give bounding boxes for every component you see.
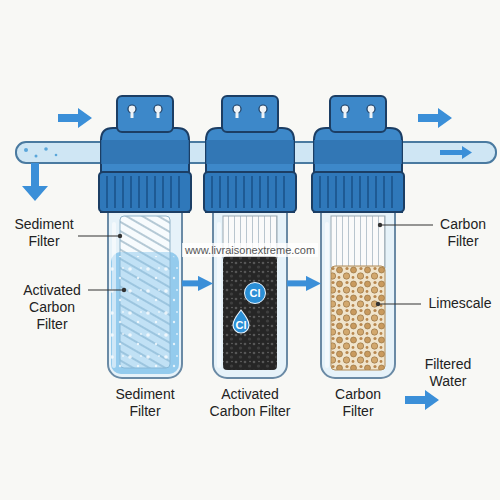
chemical-symbol: Cl <box>250 287 261 299</box>
flow-arrow <box>418 108 452 128</box>
chlorine-drop: Cl <box>231 309 251 334</box>
filter-name: Activated Carbon Filter <box>205 386 295 420</box>
water-drop <box>35 155 38 158</box>
leader-dot <box>122 288 126 292</box>
chemical-symbol: Cl <box>236 319 247 331</box>
filter-cap <box>99 96 191 212</box>
filter-name: Carbon Filter <box>328 386 388 420</box>
carbon-block <box>223 256 277 370</box>
filter-housing: Carbon Filter <box>321 212 395 378</box>
connector-group <box>182 283 306 284</box>
water-tint <box>111 252 179 374</box>
water-drop <box>24 148 28 152</box>
glass-highlight <box>325 222 329 368</box>
filter-cap <box>204 96 296 212</box>
glass-highlight <box>112 222 116 368</box>
leader-line <box>378 303 421 304</box>
drop-shape <box>233 310 249 333</box>
water <box>111 252 179 374</box>
output-label: Filtered Water <box>415 356 481 390</box>
housing-shell <box>213 195 287 378</box>
leader-dot <box>376 302 380 306</box>
flow-connector <box>182 280 198 286</box>
leader-line <box>78 235 120 236</box>
flow-arrow <box>58 108 92 128</box>
filter-housing: Activated Carbon FilterClCl <box>213 212 287 378</box>
filter-name: Sediment Filter <box>105 386 185 420</box>
leader-line <box>88 289 124 290</box>
flow-arrow <box>22 163 48 201</box>
callout-label: Carbon Filter <box>433 216 493 250</box>
water-drop <box>44 147 48 151</box>
callout-label: Sediment Filter <box>4 216 84 250</box>
water-drop <box>55 154 58 157</box>
leader-dot <box>118 234 122 238</box>
flow-arrow <box>405 390 439 410</box>
callout-label: Activated Carbon Filter <box>17 282 87 333</box>
bubbles <box>111 256 179 372</box>
chlorine-badge: Cl <box>244 282 266 304</box>
filter-cap <box>312 96 404 212</box>
leader-dot <box>378 223 382 227</box>
filter-housing: Sediment Filter <box>108 212 182 378</box>
limescale-granules <box>331 266 385 370</box>
flow-arrow <box>440 146 472 159</box>
watermark: www.livraisonextreme.com <box>182 243 318 257</box>
leader-line <box>380 224 433 225</box>
callout-label: Limescale <box>428 295 491 312</box>
housing-shell <box>108 195 182 378</box>
housing-shell <box>321 195 395 378</box>
pleated-cap <box>331 216 385 268</box>
flow-connector <box>287 280 306 286</box>
